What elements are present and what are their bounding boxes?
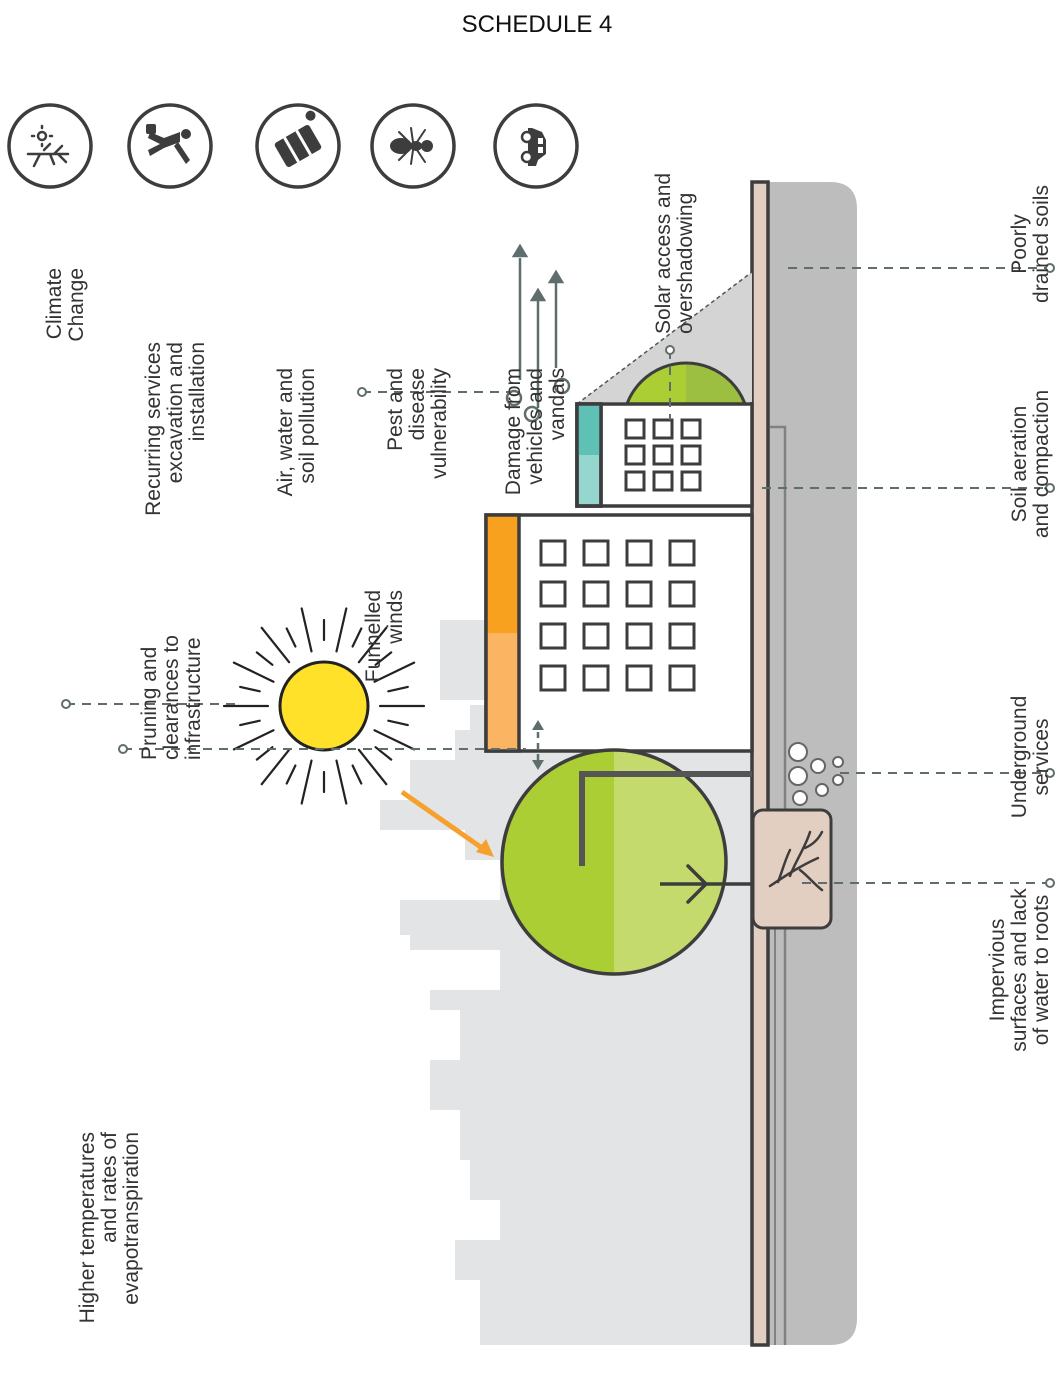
sun-ray bbox=[351, 764, 363, 785]
sun-ray bbox=[285, 764, 297, 785]
sun-ray bbox=[260, 748, 291, 786]
svg-text:surfaces and lack: surfaces and lack bbox=[1008, 888, 1031, 1052]
large-tree-branch bbox=[686, 864, 709, 904]
svg-text:of water to roots: of water to roots bbox=[1030, 895, 1053, 1046]
svg-text:infrastructure: infrastructure bbox=[182, 637, 205, 760]
callout-soil-aeration: Soil aeration and compaction bbox=[1008, 390, 1053, 538]
svg-text:excavation and: excavation and bbox=[164, 342, 187, 483]
icon-label-pest: Pest and disease vulnerability bbox=[384, 368, 451, 479]
sun-ray bbox=[373, 729, 416, 751]
svg-text:Soil aeration: Soil aeration bbox=[1008, 406, 1031, 523]
svg-text:Damage from: Damage from bbox=[502, 368, 525, 495]
sun-ray bbox=[335, 607, 348, 653]
svg-text:vandals: vandals bbox=[546, 368, 569, 440]
sun-heat-arrow bbox=[400, 789, 484, 851]
svg-text:clearances to: clearances to bbox=[160, 635, 183, 760]
callout-funnelled-winds: Funnelled winds bbox=[362, 590, 407, 682]
icon-label-pollution: Air, water and soil pollution bbox=[274, 368, 319, 496]
sun-ray bbox=[239, 685, 261, 693]
sun-ray bbox=[357, 626, 388, 664]
sun-ray bbox=[373, 661, 416, 683]
sun-ray bbox=[374, 651, 393, 666]
sun-ray bbox=[357, 748, 388, 786]
sun-ray bbox=[335, 759, 348, 805]
callout-poorly-drained: Poorly drained soils bbox=[1008, 185, 1053, 303]
service-bubbles bbox=[788, 742, 844, 806]
svg-text:disease: disease bbox=[406, 368, 429, 440]
building-short-windows bbox=[624, 418, 702, 492]
svg-text:and compaction: and compaction bbox=[1030, 390, 1053, 538]
sun-ray bbox=[232, 661, 275, 683]
svg-text:Underground: Underground bbox=[1008, 696, 1031, 819]
svg-text:Solar access and: Solar access and bbox=[652, 173, 675, 334]
sun-ray bbox=[374, 746, 393, 761]
sun-ray bbox=[300, 759, 313, 805]
svg-text:installation: installation bbox=[186, 342, 209, 441]
pollution-barrel-icon bbox=[255, 103, 341, 189]
callout-underground-services: Underground services bbox=[1008, 696, 1053, 819]
sun-ray bbox=[260, 626, 291, 664]
svg-text:Pest and: Pest and bbox=[384, 368, 407, 451]
callout-impervious-surfaces: Impervious surfaces and lack of water to… bbox=[986, 888, 1053, 1052]
svg-text:winds: winds bbox=[384, 590, 407, 645]
svg-text:vehicles and: vehicles and bbox=[524, 368, 547, 485]
sun-icon bbox=[222, 607, 426, 805]
svg-text:and rates of: and rates of bbox=[98, 1132, 121, 1243]
callout-higher-temperatures: Higher temperatures and rates of evapotr… bbox=[76, 1132, 143, 1324]
tree-roots-icon bbox=[768, 830, 824, 892]
sun-ray bbox=[387, 685, 409, 693]
svg-text:Recurring services: Recurring services bbox=[142, 342, 165, 516]
pest-insect-icon bbox=[370, 103, 456, 189]
page-title: SCHEDULE 4 bbox=[462, 11, 613, 38]
sun-ray bbox=[255, 651, 274, 666]
icon-label-climate-change: Climate Change bbox=[43, 268, 88, 342]
underground-service-line bbox=[770, 425, 787, 1345]
svg-text:Impervious: Impervious bbox=[986, 919, 1009, 1022]
svg-text:Climate: Climate bbox=[43, 268, 66, 339]
svg-text:Pruning and: Pruning and bbox=[138, 647, 161, 760]
callout-pruning: Pruning and clearances to infrastructure bbox=[138, 635, 205, 760]
pavement-strip bbox=[750, 180, 770, 1347]
excavation-worker-icon bbox=[127, 103, 213, 189]
svg-text:services: services bbox=[1030, 718, 1053, 795]
infrastructure-bracket bbox=[579, 771, 752, 866]
wind-arrows-icon bbox=[505, 243, 571, 423]
large-tree-canopy-upper bbox=[502, 750, 614, 974]
svg-text:Higher temperatures: Higher temperatures bbox=[76, 1132, 99, 1323]
pruning-clearance-marker bbox=[532, 720, 544, 770]
building-tall-windows bbox=[539, 539, 696, 692]
svg-text:Air, water and: Air, water and bbox=[274, 368, 297, 496]
vehicle-icon bbox=[493, 103, 579, 189]
svg-text:Poorly: Poorly bbox=[1008, 214, 1031, 274]
sun-ray bbox=[232, 729, 275, 751]
sun-heat-arrowhead bbox=[476, 839, 494, 857]
building-tall bbox=[484, 513, 754, 753]
overshadowing-line bbox=[576, 271, 753, 405]
sun-ray bbox=[239, 719, 261, 727]
callout-solar-access: Solar access and overshadowing bbox=[652, 173, 697, 334]
icon-label-recurring-services: Recurring services excavation and instal… bbox=[142, 342, 209, 516]
sun-ray bbox=[300, 607, 313, 653]
sun-ray bbox=[387, 719, 409, 727]
svg-text:soil pollution: soil pollution bbox=[296, 368, 319, 484]
icon-label-vehicles: Damage from vehicles and vandals bbox=[502, 368, 569, 495]
sun-ray bbox=[351, 627, 363, 648]
svg-text:vulnerability: vulnerability bbox=[428, 368, 451, 479]
svg-text:Change: Change bbox=[65, 268, 88, 342]
svg-text:drained soils: drained soils bbox=[1030, 185, 1053, 303]
climate-change-icon bbox=[7, 103, 93, 189]
sun-ray bbox=[285, 627, 297, 648]
callout-leaders bbox=[61, 263, 1055, 888]
svg-text:Funnelled: Funnelled bbox=[362, 590, 385, 682]
svg-text:overshadowing: overshadowing bbox=[674, 193, 697, 334]
svg-text:evapotranspiration: evapotranspiration bbox=[120, 1132, 143, 1305]
